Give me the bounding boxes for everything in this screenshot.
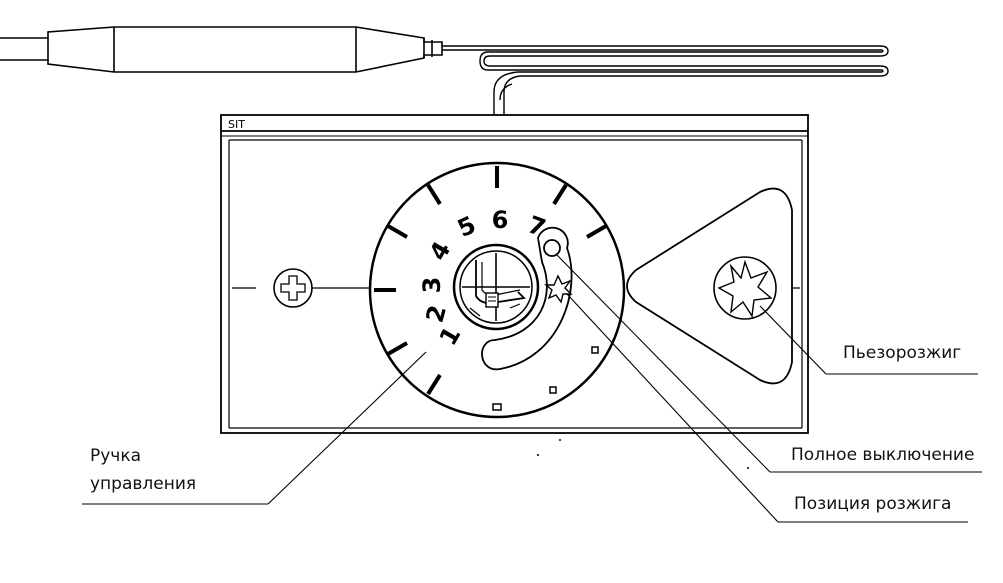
piezo-housing [626,187,793,385]
label-knob-line2: управления [90,474,196,494]
brand-label: SIT [228,118,245,131]
mounting-screw-icon [273,268,313,308]
label-ignition-position: Позиция розжига [794,494,951,514]
full-off-indicator [543,239,561,257]
dial-number-2: 2 [421,302,452,325]
dial-small-marks [492,346,599,411]
label-piezo: Пьезорозжиг [843,343,961,363]
piezo-button [713,256,777,320]
ignition-spark-icon [544,274,573,304]
dial-number-6: 6 [492,206,509,234]
thermocouple-tube [0,26,443,73]
dial-number-3: 3 [418,277,446,294]
dial-slot [481,226,573,370]
leader-lines [82,253,982,523]
label-full-off: Полное выключение [791,445,974,465]
label-knob-line1: Ручка [90,446,141,466]
dial-ticks [374,166,608,396]
capillary-wires [442,45,889,118]
stray-dots [537,439,749,469]
knob-hub [452,243,540,331]
spark-icon [717,259,773,319]
